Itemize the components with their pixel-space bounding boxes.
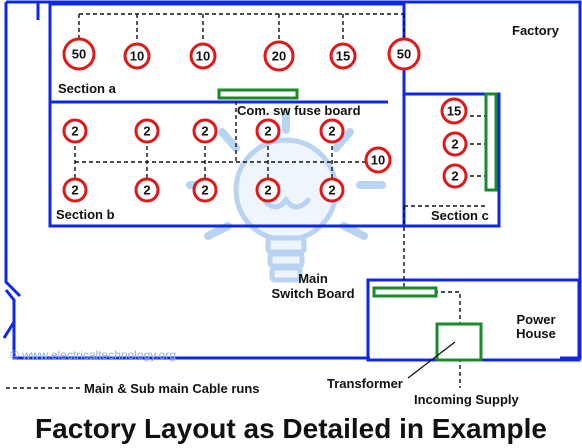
svg-text:10: 10	[196, 49, 210, 64]
section-c-board	[484, 92, 498, 192]
main-switch-label-line1: Main	[298, 271, 328, 286]
svg-text:2: 2	[264, 183, 271, 198]
load-b-bottom-2: 2	[134, 177, 160, 203]
load-b-bottom-4: 2	[255, 177, 281, 203]
section-c-label: Section c	[431, 208, 489, 223]
svg-text:50: 50	[72, 47, 86, 62]
load-b-bottom-3: 2	[192, 177, 218, 203]
com-sw-fuse-board	[217, 88, 299, 100]
svg-text:2: 2	[328, 183, 335, 198]
svg-text:2: 2	[451, 137, 458, 152]
power-house-label-line1: Power	[516, 312, 555, 327]
load-c-1: 15	[440, 97, 468, 125]
section-ab-area	[48, 2, 406, 228]
svg-text:10: 10	[130, 49, 144, 64]
svg-text:2: 2	[201, 183, 208, 198]
power-house-label-line2: House	[516, 326, 556, 341]
load-a-1: 50	[62, 37, 96, 71]
load-c-2: 2	[442, 131, 468, 157]
transformer-box	[435, 322, 483, 362]
section-b-label: Section b	[56, 207, 115, 222]
svg-text:2: 2	[264, 124, 271, 139]
load-a-2: 10	[123, 42, 151, 70]
svg-text:50: 50	[397, 47, 411, 62]
legend-label: Main & Sub main Cable runs	[84, 381, 260, 396]
svg-text:2: 2	[451, 169, 458, 184]
load-a-4: 20	[263, 40, 295, 72]
svg-text:2: 2	[328, 124, 335, 139]
diagram-title: Factory Layout as Detailed in Example	[35, 413, 547, 444]
load-a-6: 50	[387, 37, 421, 71]
main-switch-label-line2: Switch Board	[271, 286, 354, 301]
load-b-extra: 10	[364, 146, 392, 174]
load-b-top-1: 2	[62, 118, 88, 144]
load-b-bottom-5: 2	[319, 177, 345, 203]
bulb-watermark-icon	[186, 108, 386, 283]
svg-text:10: 10	[371, 153, 385, 168]
svg-text:2: 2	[71, 124, 78, 139]
building-walls	[2, 0, 582, 362]
transformer-pointer	[407, 341, 456, 379]
section-c-area	[404, 92, 501, 228]
svg-text:2: 2	[71, 183, 78, 198]
transformer-label: Transformer	[327, 376, 403, 391]
main-switch-board	[372, 286, 438, 298]
load-b-top-5: 2	[319, 118, 345, 144]
load-b-top-4: 2	[255, 118, 281, 144]
load-c-3: 2	[442, 163, 468, 189]
load-a-3: 10	[189, 42, 217, 70]
watermark-text: © www.electricaltechnology.org	[10, 348, 176, 362]
load-b-top-2: 2	[134, 118, 160, 144]
svg-text:2: 2	[201, 124, 208, 139]
svg-text:15: 15	[447, 104, 461, 119]
incoming-supply-label: Incoming Supply	[414, 392, 519, 407]
load-a-5: 15	[329, 42, 357, 70]
svg-text:20: 20	[272, 49, 286, 64]
factory-label: Factory	[512, 23, 560, 38]
svg-text:2: 2	[143, 183, 150, 198]
com-board-label: Com. sw fuse board	[237, 103, 361, 118]
section-a-label: Section a	[58, 81, 117, 96]
load-b-top-3: 2	[192, 118, 218, 144]
factory-outer-wall	[2, 0, 582, 360]
svg-text:2: 2	[143, 124, 150, 139]
load-b-bottom-1: 2	[62, 177, 88, 203]
svg-text:15: 15	[336, 49, 350, 64]
